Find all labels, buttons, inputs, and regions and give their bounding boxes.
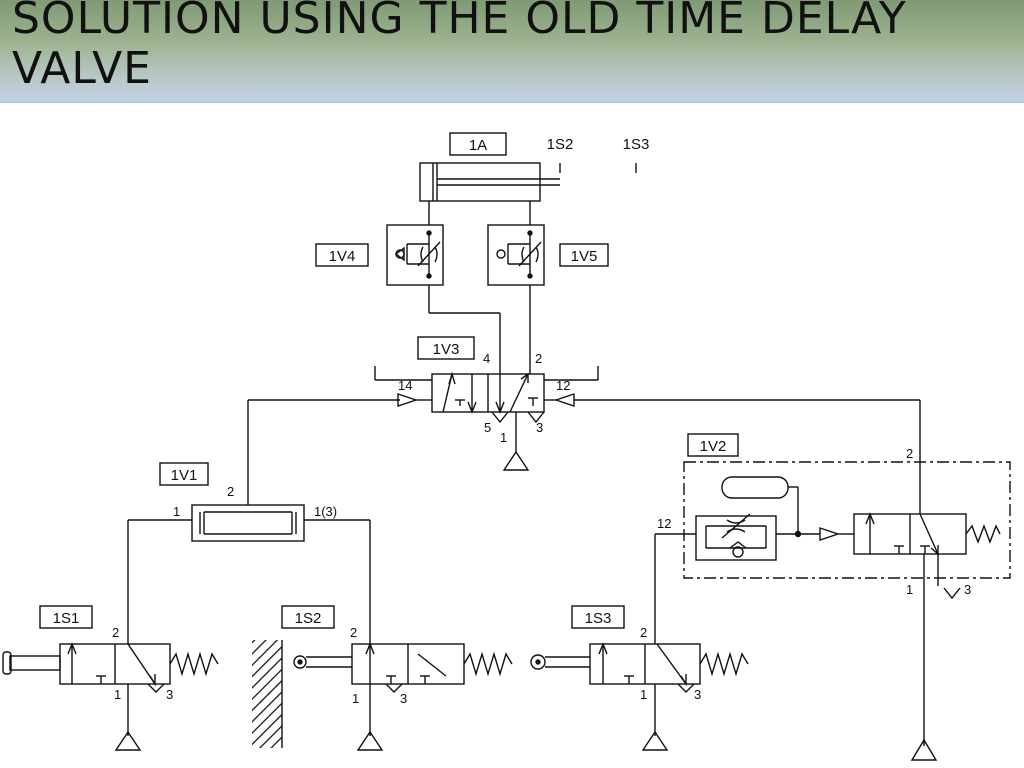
shuttle-valve-1v1 xyxy=(127,504,371,644)
label-1a: 1A xyxy=(469,137,487,154)
label-1v1: 1V1 xyxy=(171,467,198,484)
port-1v3-5: 5 xyxy=(484,420,491,435)
label-1s1: 1S1 xyxy=(53,610,80,627)
port-1v1-2: 2 xyxy=(227,484,234,499)
port-1s1-1: 1 xyxy=(114,687,121,702)
port-1v3-4: 4 xyxy=(483,351,490,366)
main-valve-1v3 xyxy=(247,366,920,505)
label-box-1v5 xyxy=(559,243,609,267)
label-box-1v1 xyxy=(159,462,209,486)
limit-valve-1s3 xyxy=(530,534,749,751)
label-sensor-1s3: 1S3 xyxy=(623,136,650,153)
label-box-1v2 xyxy=(687,433,739,457)
port-1v3-3: 3 xyxy=(536,420,543,435)
flow-control-valve-1v4 xyxy=(386,224,444,286)
label-1v5: 1V5 xyxy=(571,248,598,265)
label-box-1v4 xyxy=(315,243,369,267)
port-1v3-2: 2 xyxy=(535,351,542,366)
port-1s2-2: 2 xyxy=(350,625,357,640)
label-box-1s1 xyxy=(39,605,93,629)
flow-control-valve-1v5 xyxy=(487,224,545,286)
label-1s3: 1S3 xyxy=(585,610,612,627)
label-1v4: 1V4 xyxy=(329,248,356,265)
port-1v1-13: 1(3) xyxy=(314,504,337,519)
label-box-1a xyxy=(449,132,507,156)
port-1s1-2: 2 xyxy=(112,625,119,640)
port-1v2-2: 2 xyxy=(906,446,913,461)
port-1s3-3: 3 xyxy=(694,687,701,702)
start-valve-1s1 xyxy=(2,642,219,751)
title-bar: SOLUTION USING THE OLD TIME DELAY VALVE xyxy=(0,0,1024,103)
time-delay-valve-1v2 xyxy=(655,400,1011,761)
port-1v3-1: 1 xyxy=(500,430,507,445)
port-1s2-3: 3 xyxy=(400,691,407,706)
port-1v2-3: 3 xyxy=(964,582,971,597)
label-1s2: 1S2 xyxy=(295,610,322,627)
port-1v2-1: 1 xyxy=(906,582,913,597)
port-1v2-12: 12 xyxy=(657,516,671,531)
port-1v3-12: 12 xyxy=(556,378,570,393)
port-1s3-1: 1 xyxy=(640,687,647,702)
label-1v3: 1V3 xyxy=(433,341,460,358)
label-box-1s2 xyxy=(281,605,335,629)
port-1v1-1: 1 xyxy=(173,504,180,519)
port-1s3-2: 2 xyxy=(640,625,647,640)
slide-title: SOLUTION USING THE OLD TIME DELAY VALVE xyxy=(12,0,907,94)
port-1s2-1: 1 xyxy=(352,691,359,706)
port-1s1-3: 3 xyxy=(166,687,173,702)
cylinder-1a xyxy=(419,162,637,225)
label-box-1v3 xyxy=(417,336,475,360)
label-1v2: 1V2 xyxy=(700,438,727,455)
port-1v3-14: 14 xyxy=(398,378,412,393)
label-box-1s3 xyxy=(571,605,625,629)
label-sensor-1s2: 1S2 xyxy=(547,136,574,153)
limit-valve-1s2 xyxy=(252,640,513,751)
